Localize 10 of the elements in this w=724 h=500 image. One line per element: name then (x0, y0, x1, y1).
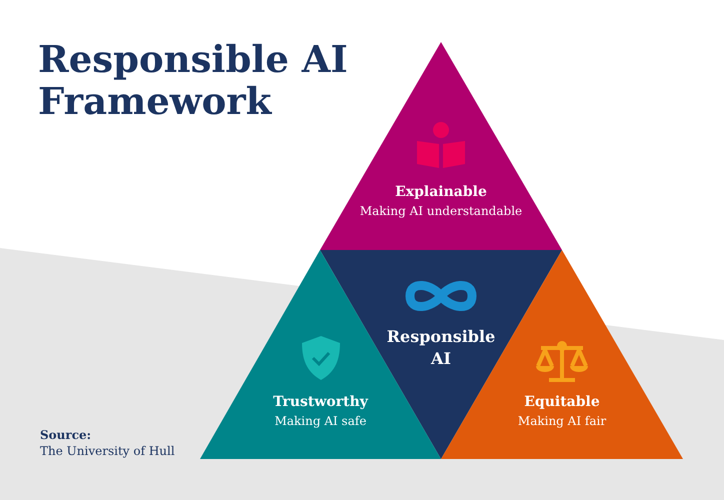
segment-heading: Trustworthy (272, 394, 370, 410)
title: Responsible AI Framework (38, 38, 349, 122)
segment-description: Making AI understandable (358, 204, 524, 218)
segment-heading: Equitable (523, 394, 601, 410)
segment-heading: Responsible AI (386, 326, 496, 370)
source-text: The University of Hull (40, 444, 175, 458)
segment-description: Making AI safe (274, 414, 368, 428)
segment-heading: Explainable (394, 184, 488, 200)
segment-description: Making AI fair (516, 414, 608, 428)
source-label: Source: (40, 428, 92, 442)
